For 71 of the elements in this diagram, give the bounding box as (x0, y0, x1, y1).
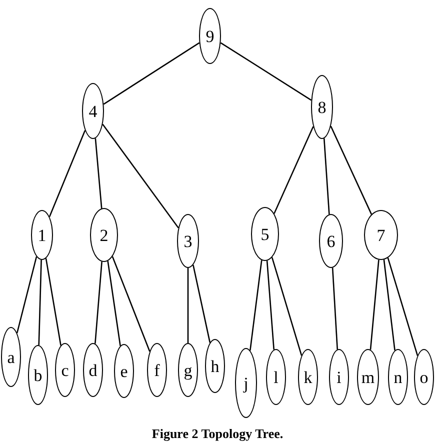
node-label: f (154, 362, 160, 378)
connector-line (107, 260, 121, 346)
connector-line (330, 126, 372, 215)
tree-node-ellipse (114, 344, 134, 398)
node-label: 8 (318, 98, 326, 116)
node-label: n (394, 368, 402, 386)
tree-node-ellipse (235, 348, 257, 418)
node-label: h (210, 358, 220, 374)
node-label: e (120, 362, 128, 380)
tree-node-ellipse (357, 349, 379, 405)
tree-node-ellipse (251, 207, 279, 261)
node-label: d (88, 362, 98, 378)
connector-line (387, 258, 418, 356)
tree-node-ellipse (83, 343, 103, 397)
tree-node-ellipse (147, 343, 167, 397)
tree-node-ellipse (364, 210, 398, 260)
connector-line (266, 260, 275, 350)
connector-line (383, 260, 396, 351)
node-label: 2 (100, 226, 108, 244)
tree-node-ellipse (388, 349, 408, 405)
tree-node-ellipse (266, 349, 286, 405)
connector-line (16, 256, 38, 334)
node-label: 5 (260, 226, 270, 242)
node-label: j (244, 374, 248, 392)
connector-line (220, 42, 312, 101)
node-label: b (34, 366, 42, 384)
figure-caption: Figure 2 Topology Tree. (152, 425, 284, 443)
node-label: 1 (38, 226, 46, 244)
connector-line (94, 138, 102, 208)
connector-line (192, 264, 211, 343)
tree-node-ellipse (90, 208, 118, 262)
node-label: m (361, 368, 375, 386)
connector-line (45, 258, 62, 346)
node-label: 7 (376, 226, 386, 244)
tree-node-ellipse (82, 83, 104, 139)
node-label: 6 (326, 232, 336, 250)
connector-line (48, 130, 86, 217)
connector-line (38, 260, 42, 346)
connector-line (187, 268, 189, 343)
connector-line (102, 124, 179, 228)
node-label: 4 (88, 102, 98, 120)
node-label: l (274, 368, 278, 386)
node-label: i (336, 368, 342, 386)
connector-line (103, 42, 200, 105)
tree-node-ellipse (205, 339, 225, 393)
connector-line (323, 138, 330, 214)
connector-line (112, 256, 150, 352)
connector-line (271, 257, 302, 356)
connector-line (370, 260, 380, 350)
tree-node-ellipse (319, 214, 343, 268)
tree-node-ellipse (298, 349, 318, 405)
tree-node-ellipse (178, 343, 198, 397)
tree-node-ellipse (31, 210, 53, 260)
node-label: g (184, 362, 192, 378)
tree-node-ellipse (199, 8, 221, 64)
tree-node-ellipse (28, 345, 48, 405)
connector-line (250, 260, 262, 351)
node-label: o (420, 368, 428, 386)
tree-node-ellipse (1, 327, 21, 387)
node-label: 9 (206, 28, 214, 44)
tree-node-ellipse (55, 343, 75, 397)
tree-node-ellipse (329, 349, 349, 405)
tree-node-ellipse (177, 214, 199, 268)
node-label: a (7, 348, 15, 366)
connector-line (332, 268, 338, 350)
tree-node-ellipse (414, 349, 434, 405)
node-label: 3 (184, 232, 192, 250)
node-label: c (61, 362, 69, 378)
connector-line (94, 262, 102, 344)
connector-line (274, 126, 314, 214)
node-label: k (304, 368, 312, 386)
